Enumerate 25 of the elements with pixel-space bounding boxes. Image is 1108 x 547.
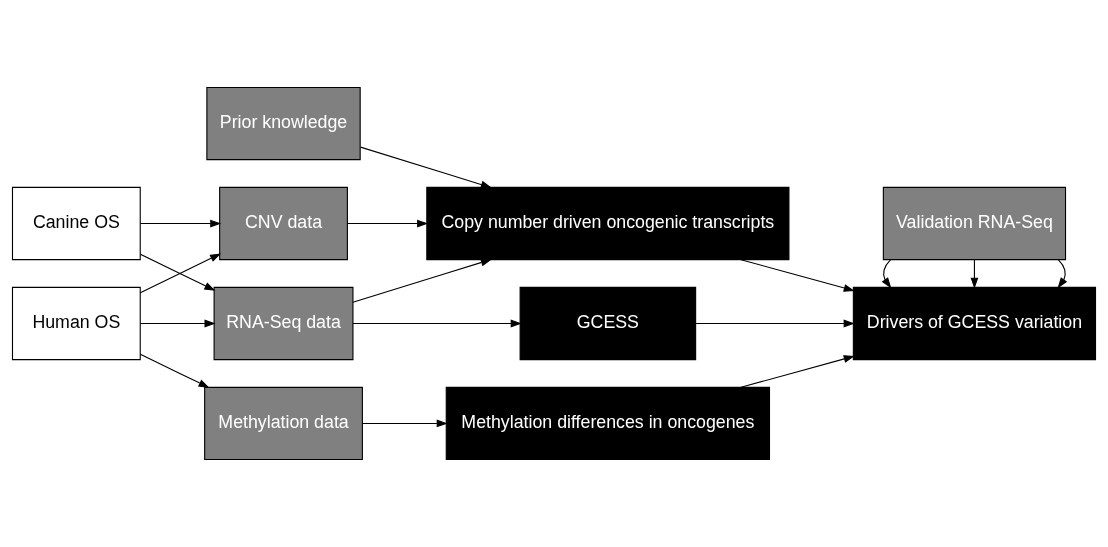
node-box: Methylation data: [204, 386, 363, 461]
node-box: Copy number driven oncogenic transcripts: [426, 186, 790, 261]
node-box: Canine OS: [11, 186, 141, 261]
node-box: Prior knowledge: [206, 86, 361, 161]
node-box: Validation RNA-Seq: [882, 186, 1067, 261]
arrow: [352, 319, 522, 328]
node-box: Human OS: [11, 286, 141, 361]
node-box: Methylation differences in oncogenes: [445, 386, 771, 461]
arrow: [1057, 259, 1068, 289]
arrow: [352, 258, 492, 303]
arrow: [740, 355, 855, 388]
node-box: GCESS: [519, 286, 697, 361]
arrow: [362, 419, 448, 428]
arrow: [139, 353, 210, 388]
arrow: [346, 219, 429, 228]
node-box: Drivers of GCESS variation: [852, 286, 1097, 361]
arrow: [360, 146, 492, 189]
arrow: [970, 259, 979, 289]
node-box: RNA-Seq data: [213, 286, 354, 361]
arrow: [139, 219, 222, 228]
arrow: [881, 259, 892, 289]
arrow: [740, 259, 855, 292]
arrow: [695, 319, 855, 328]
arrow: [139, 319, 216, 328]
node-box: CNV data: [219, 186, 348, 261]
